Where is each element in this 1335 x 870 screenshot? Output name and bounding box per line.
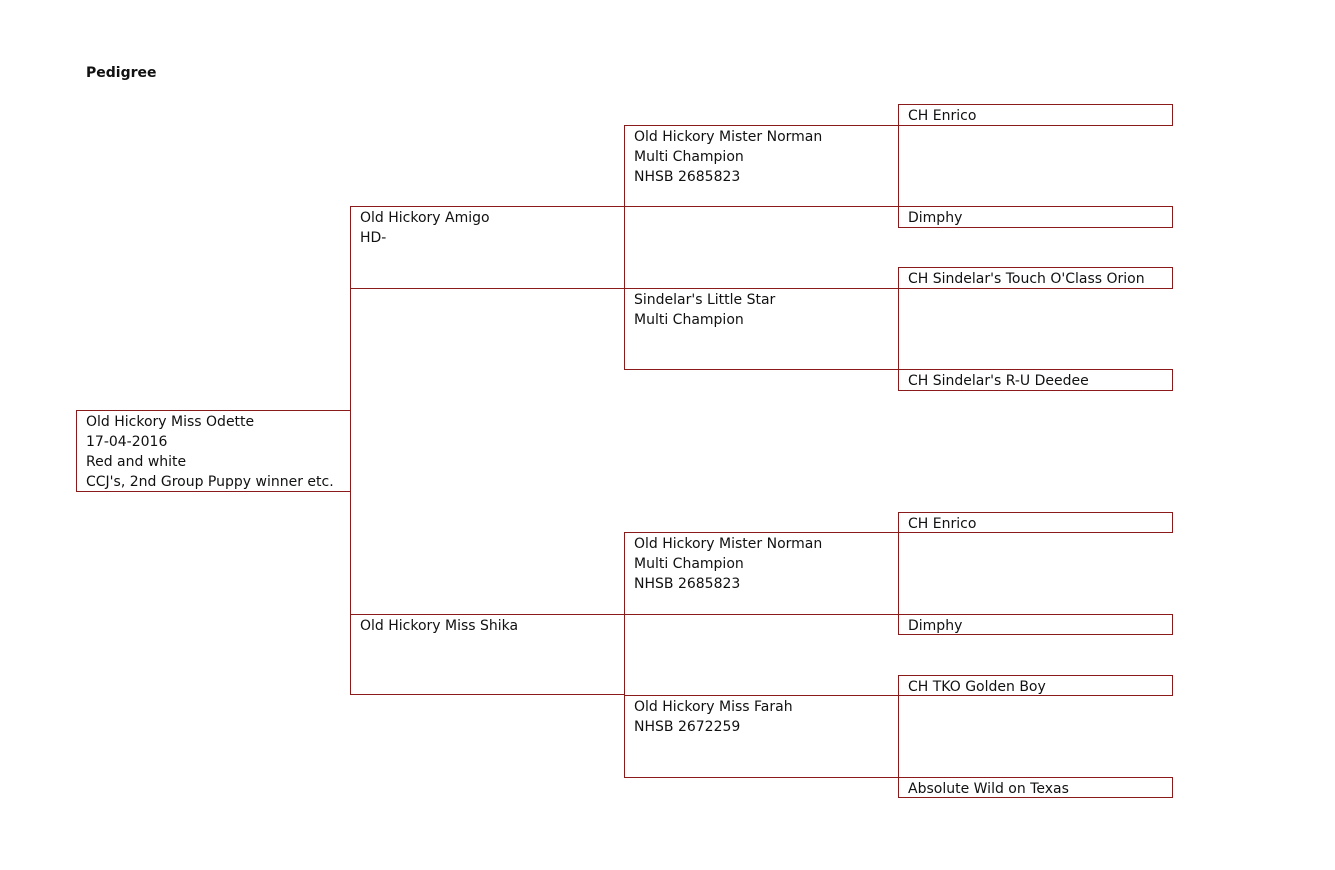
ancestor-2-name: Dimphy bbox=[908, 210, 963, 226]
ancestor-7-name: CH TKO Golden Boy bbox=[908, 679, 1046, 695]
dam: Old Hickory Miss Shika bbox=[350, 614, 625, 695]
sire-sire-registration: NHSB 2685823 bbox=[634, 169, 741, 185]
page-title: Pedigree bbox=[86, 65, 157, 81]
sire-dam: Sindelar's Little Star Multi Champion bbox=[624, 288, 899, 370]
sire-sire-title: Multi Champion bbox=[634, 149, 744, 165]
ancestor-1-name: CH Enrico bbox=[908, 108, 977, 124]
sire-health: HD- bbox=[360, 230, 387, 246]
sire: Old Hickory Amigo HD- bbox=[350, 206, 625, 289]
sire-dam-title: Multi Champion bbox=[634, 312, 744, 328]
dam-sire: Old Hickory Mister Norman Multi Champion… bbox=[624, 532, 899, 615]
sire-sire-name: Old Hickory Mister Norman bbox=[634, 129, 823, 145]
dam-dam-name: Old Hickory Miss Farah bbox=[634, 699, 793, 715]
dam-sire-registration: NHSB 2685823 bbox=[634, 576, 741, 592]
subject-name: Old Hickory Miss Odette bbox=[86, 414, 255, 430]
subject-dog: Old Hickory Miss Odette 17-04-2016 Red a… bbox=[76, 410, 351, 492]
ancestor-5-name: CH Enrico bbox=[908, 516, 977, 532]
dam-sire-title: Multi Champion bbox=[634, 556, 744, 572]
ancestor-8-name: Absolute Wild on Texas bbox=[908, 781, 1069, 797]
subject-titles: CCJ's, 2nd Group Puppy winner etc. bbox=[86, 474, 334, 490]
dam-name: Old Hickory Miss Shika bbox=[360, 618, 519, 634]
subject-birthdate: 17-04-2016 bbox=[86, 434, 168, 450]
ancestor-8: Absolute Wild on Texas bbox=[898, 777, 1173, 798]
sire-sire: Old Hickory Mister Norman Multi Champion… bbox=[624, 125, 899, 207]
ancestor-2: Dimphy bbox=[898, 206, 1173, 228]
dam-dam-registration: NHSB 2672259 bbox=[634, 719, 741, 735]
ancestor-6-name: Dimphy bbox=[908, 618, 963, 634]
ancestor-6: Dimphy bbox=[898, 614, 1173, 635]
ancestor-3: CH Sindelar's Touch O'Class Orion bbox=[898, 267, 1173, 289]
dam-sire-name: Old Hickory Mister Norman bbox=[634, 536, 823, 552]
sire-dam-name: Sindelar's Little Star bbox=[634, 292, 776, 308]
dam-dam: Old Hickory Miss Farah NHSB 2672259 bbox=[624, 695, 899, 778]
ancestor-1: CH Enrico bbox=[898, 104, 1173, 126]
subject-color: Red and white bbox=[86, 454, 187, 470]
sire-name: Old Hickory Amigo bbox=[360, 210, 490, 226]
ancestor-7: CH TKO Golden Boy bbox=[898, 675, 1173, 696]
ancestor-4: CH Sindelar's R-U Deedee bbox=[898, 369, 1173, 391]
ancestor-4-name: CH Sindelar's R-U Deedee bbox=[908, 373, 1089, 389]
ancestor-3-name: CH Sindelar's Touch O'Class Orion bbox=[908, 271, 1145, 287]
ancestor-5: CH Enrico bbox=[898, 512, 1173, 533]
